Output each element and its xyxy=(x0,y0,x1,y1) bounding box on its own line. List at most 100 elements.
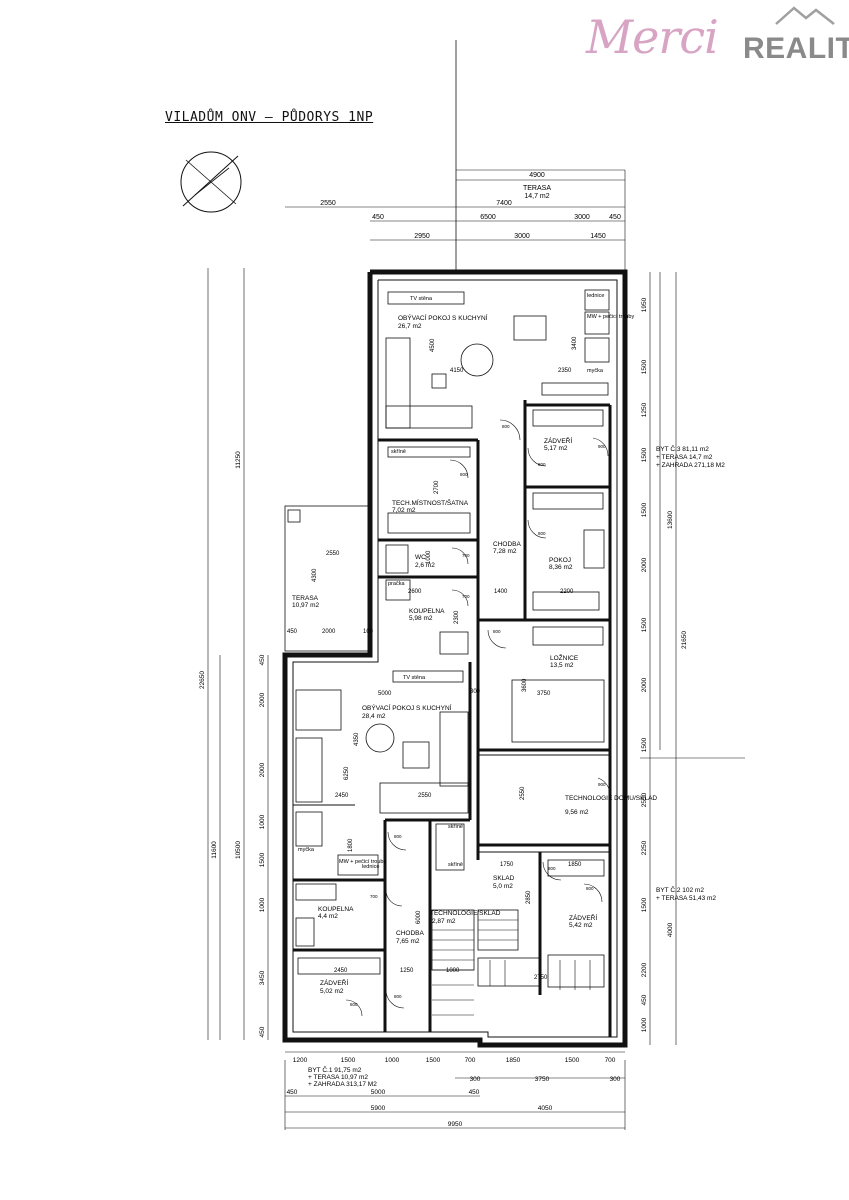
dim-2950: 2950 xyxy=(414,233,430,240)
svg-text:450: 450 xyxy=(259,654,266,665)
svg-text:1500: 1500 xyxy=(641,502,648,517)
svg-text:1000: 1000 xyxy=(641,1017,648,1032)
svg-text:lednice: lednice xyxy=(362,864,379,870)
svg-text:450: 450 xyxy=(259,1026,266,1037)
svg-text:2550: 2550 xyxy=(641,792,648,807)
svg-text:lednice: lednice xyxy=(587,293,604,299)
room-name: CHODBA xyxy=(396,930,424,937)
svg-text:1000: 1000 xyxy=(385,1057,400,1064)
svg-text:6250: 6250 xyxy=(344,766,350,780)
svg-text:2200: 2200 xyxy=(560,589,574,595)
svg-text:2550: 2550 xyxy=(418,793,432,799)
svg-text:1950: 1950 xyxy=(641,297,648,312)
room-name: SKLAD xyxy=(493,875,515,882)
room-name: ZÁDVEŘÍ xyxy=(320,978,348,987)
bottom-dimensions xyxy=(284,1051,626,1130)
dim-4900: 4900 xyxy=(529,172,545,179)
svg-text:1000: 1000 xyxy=(446,968,460,974)
svg-text:900: 900 xyxy=(598,444,606,449)
svg-text:2000: 2000 xyxy=(259,762,266,777)
svg-text:4500: 4500 xyxy=(430,338,436,352)
svg-text:MW + pečicí trouby: MW + pečicí trouby xyxy=(587,314,634,320)
svg-text:450: 450 xyxy=(287,629,298,635)
svg-text:2600: 2600 xyxy=(408,589,422,595)
svg-text:1250: 1250 xyxy=(641,402,648,417)
svg-text:4050: 4050 xyxy=(538,1105,553,1112)
byt2-line1: BYT Č.2 102 m2 xyxy=(656,885,704,894)
svg-text:700: 700 xyxy=(605,1057,616,1064)
brand-word: REALITY xyxy=(743,32,849,65)
door-labels: 800 800 800 900 800 700 700 800 900 800 … xyxy=(350,424,606,1007)
svg-text:1500: 1500 xyxy=(565,1057,580,1064)
svg-text:2250: 2250 xyxy=(641,840,648,855)
svg-text:11600: 11600 xyxy=(211,841,218,859)
left-dim-labels: 22650 11250 11600 10500 450 2000 2000 10… xyxy=(199,451,266,1038)
room-name: LOŽNICE xyxy=(550,653,579,662)
svg-text:800: 800 xyxy=(460,472,468,477)
svg-text:6000: 6000 xyxy=(416,910,422,924)
inner-dim-labels: 4500 4150 3400 2350 2700 1000 1400 2600 … xyxy=(287,336,582,981)
svg-text:myčka: myčka xyxy=(298,847,315,853)
dim-6500: 6500 xyxy=(480,214,496,221)
svg-text:800: 800 xyxy=(538,531,546,536)
room-name: TECHNOLOGIE DOMU/SKLAD xyxy=(565,795,657,802)
svg-text:800: 800 xyxy=(548,866,556,871)
svg-text:800: 800 xyxy=(586,886,594,891)
room-name: POKOJ xyxy=(549,557,571,564)
svg-text:1500: 1500 xyxy=(641,897,648,912)
byt3-line3: + ZAHRADA 271,18 M2 xyxy=(656,462,725,469)
svg-text:1850: 1850 xyxy=(568,862,582,868)
svg-text:skříně: skříně xyxy=(448,862,463,868)
room-area: 7,28 m2 xyxy=(493,548,517,555)
dim-3000a: 3000 xyxy=(574,214,590,221)
svg-text:11250: 11250 xyxy=(235,451,242,469)
door-swings xyxy=(345,419,611,1017)
svg-text:3450: 3450 xyxy=(259,970,266,985)
svg-text:21650: 21650 xyxy=(681,631,688,649)
left-dimensions xyxy=(207,268,269,1040)
svg-text:800: 800 xyxy=(394,834,402,839)
svg-text:2550: 2550 xyxy=(326,551,340,557)
svg-text:450: 450 xyxy=(641,994,648,1005)
svg-text:2000: 2000 xyxy=(259,692,266,707)
svg-text:22650: 22650 xyxy=(199,671,206,689)
svg-text:pračka: pračka xyxy=(388,581,405,587)
right-dim-labels: 1950 1500 1250 1500 1500 2000 1500 2000 … xyxy=(641,297,688,1032)
svg-text:1500: 1500 xyxy=(641,359,648,374)
svg-text:1250: 1250 xyxy=(400,968,414,974)
byt1-line1: BYT Č.1 91,75 m2 xyxy=(308,1065,362,1074)
north-arrow-icon xyxy=(180,151,242,213)
staircase-right xyxy=(478,919,591,990)
room-name: KOUPELNA xyxy=(409,608,445,615)
room-area: 26,7 m2 xyxy=(398,323,422,330)
top-dimensions xyxy=(285,169,626,270)
svg-text:1500: 1500 xyxy=(641,447,648,462)
room-area: 13,5 m2 xyxy=(550,662,574,669)
svg-text:1500: 1500 xyxy=(641,737,648,752)
svg-text:1850: 1850 xyxy=(506,1057,521,1064)
dim-2550: 2550 xyxy=(320,200,336,207)
svg-text:4000: 4000 xyxy=(667,922,674,937)
dim-450b: 450 xyxy=(609,214,621,221)
svg-text:1400: 1400 xyxy=(494,589,508,595)
svg-text:3600: 3600 xyxy=(522,678,528,692)
svg-text:1500: 1500 xyxy=(341,1057,356,1064)
room-name: TECH.MÍSTNOST/ŠATNA xyxy=(392,498,469,507)
room-name: KOUPELNA xyxy=(318,906,354,913)
room-area: 5,17 m2 xyxy=(544,445,568,452)
svg-text:MW + pečicí trouby: MW + pečicí trouby xyxy=(339,859,386,865)
svg-text:2450: 2450 xyxy=(335,793,349,799)
staircase-left xyxy=(432,929,474,1016)
svg-text:3750: 3750 xyxy=(537,691,551,697)
room-area: 9,56 m2 xyxy=(565,809,589,816)
fixture-labels: TV stěna TV stěna lednice lednice myčka … xyxy=(298,293,634,870)
room-name: OBÝVACÍ POKOJ S KUCHYNÍ xyxy=(398,313,488,322)
room-labels: OBÝVACÍ POKOJ S KUCHYNÍ 26,7 m2 ZÁDVEŘÍ … xyxy=(292,313,657,995)
room-name: OBÝVACÍ POKOJ S KUCHYNÍ xyxy=(362,703,452,712)
svg-text:2200: 2200 xyxy=(641,962,648,977)
svg-text:5900: 5900 xyxy=(371,1105,386,1112)
room-name: ZÁDVEŘÍ xyxy=(544,436,572,445)
room-area: 10,97 m2 xyxy=(292,602,319,609)
room-area: 8,36 m2 xyxy=(549,564,573,571)
